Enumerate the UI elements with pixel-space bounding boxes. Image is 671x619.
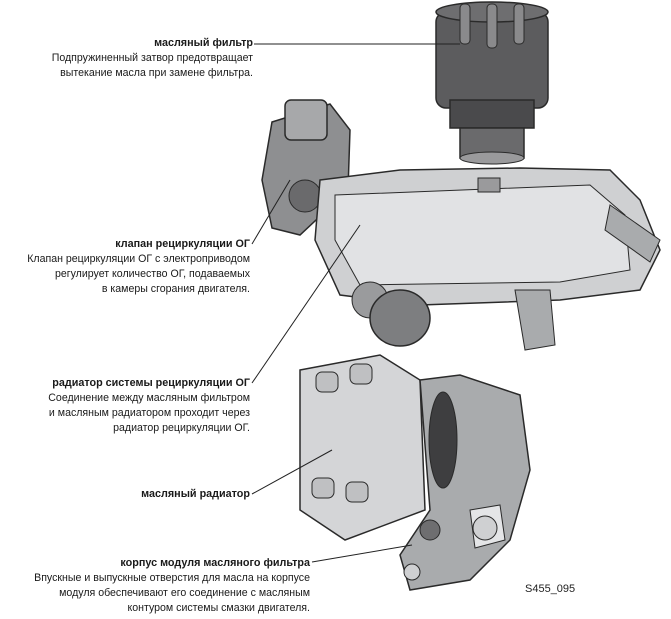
label-egr-cooler-title: радиатор системы рециркуляции ОГ	[52, 377, 250, 389]
label-egr-cooler-line: Соединение между масляным фильтром	[48, 392, 250, 404]
label-egr-valve-line: в камеры сгорания двигателя.	[101, 283, 250, 295]
label-housing-title: корпус модуля масляного фильтра	[120, 557, 310, 569]
label-housing-line: контуром системы смазки двигателя.	[127, 602, 311, 614]
label-oil-filter-line: Подпружиненный затвор предотвращает	[51, 52, 253, 64]
leader-housing	[311, 544, 413, 563]
oil-cooler-illustration	[299, 354, 426, 541]
label-egr-valve-line: Клапан рециркуляции ОГ с электроприводом	[27, 253, 250, 265]
leader-oil-cooler	[251, 449, 333, 495]
leader-egr-cooler	[251, 224, 361, 384]
label-housing-line: модуля обеспечивают его соединение с мас…	[59, 587, 310, 599]
label-housing: корпус модуля масляного фильтра Впускные…	[0, 556, 310, 616]
label-housing-line: Впускные и выпускные отверстия для масла…	[34, 572, 310, 584]
label-egr-cooler: радиатор системы рециркуляции ОГ Соедине…	[0, 376, 250, 436]
oil-filter-illustration	[435, 1, 549, 165]
reference-code: S455_095	[525, 583, 576, 595]
label-egr-cooler-line: радиатор рециркуляции ОГ.	[113, 422, 250, 434]
label-oil-cooler-title: масляный радиатор	[141, 488, 250, 500]
label-oil-filter-title: масляный фильтр	[154, 37, 253, 49]
label-oil-filter-line: вытекание масла при замене фильтра.	[60, 67, 253, 79]
label-oil-filter: масляный фильтр Подпружиненный затвор пр…	[0, 36, 253, 81]
leader-egr-valve	[251, 179, 291, 245]
label-egr-valve-title: клапан рециркуляции ОГ	[115, 238, 250, 250]
label-oil-cooler: масляный радиатор	[0, 487, 250, 502]
label-egr-valve-line: регулирует количество ОГ, подаваемых	[54, 268, 250, 280]
filter-housing-illustration	[399, 374, 531, 591]
label-egr-cooler-line: и масляным радиатором проходит через	[48, 407, 250, 419]
label-egr-valve: клапан рециркуляции ОГ Клапан рециркуляц…	[0, 237, 250, 297]
upper-housing-illustration	[314, 167, 661, 351]
